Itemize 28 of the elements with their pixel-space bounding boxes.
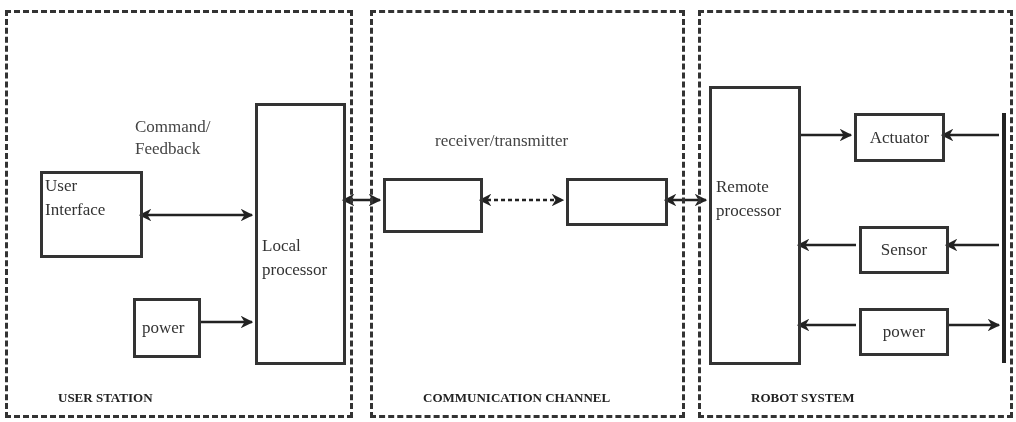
process-box bbox=[40, 171, 143, 258]
process-box bbox=[854, 113, 945, 162]
panel-title: ROBOT SYSTEM bbox=[751, 388, 855, 407]
box-label: User Interface bbox=[45, 175, 107, 221]
process-box bbox=[255, 103, 346, 365]
box-label: power bbox=[142, 317, 185, 339]
process-box bbox=[566, 178, 668, 226]
process-box bbox=[133, 298, 201, 358]
arrow bbox=[946, 318, 1001, 332]
process-box bbox=[709, 86, 801, 365]
box-label: Local processor bbox=[262, 235, 329, 281]
arrow bbox=[798, 128, 853, 142]
panel-title: COMMUNICATION CHANNEL bbox=[423, 388, 611, 407]
panel-title: USER STATION bbox=[58, 388, 153, 407]
process-box bbox=[383, 178, 483, 233]
box-label: Sensor bbox=[880, 239, 928, 261]
dashed-panel bbox=[370, 10, 685, 418]
arrow bbox=[198, 315, 254, 329]
process-box bbox=[859, 308, 949, 356]
box-label: Remote processor bbox=[716, 176, 783, 222]
edge-label: Command/ Feedback bbox=[135, 116, 212, 160]
bus-bar bbox=[1002, 113, 1006, 363]
process-box bbox=[859, 226, 949, 274]
dashed-panel bbox=[5, 10, 353, 418]
box-label: power bbox=[882, 321, 926, 343]
section-label: receiver/transmitter bbox=[435, 130, 569, 152]
dashed-panel bbox=[698, 10, 1013, 418]
box-label: Actuator bbox=[869, 126, 930, 149]
